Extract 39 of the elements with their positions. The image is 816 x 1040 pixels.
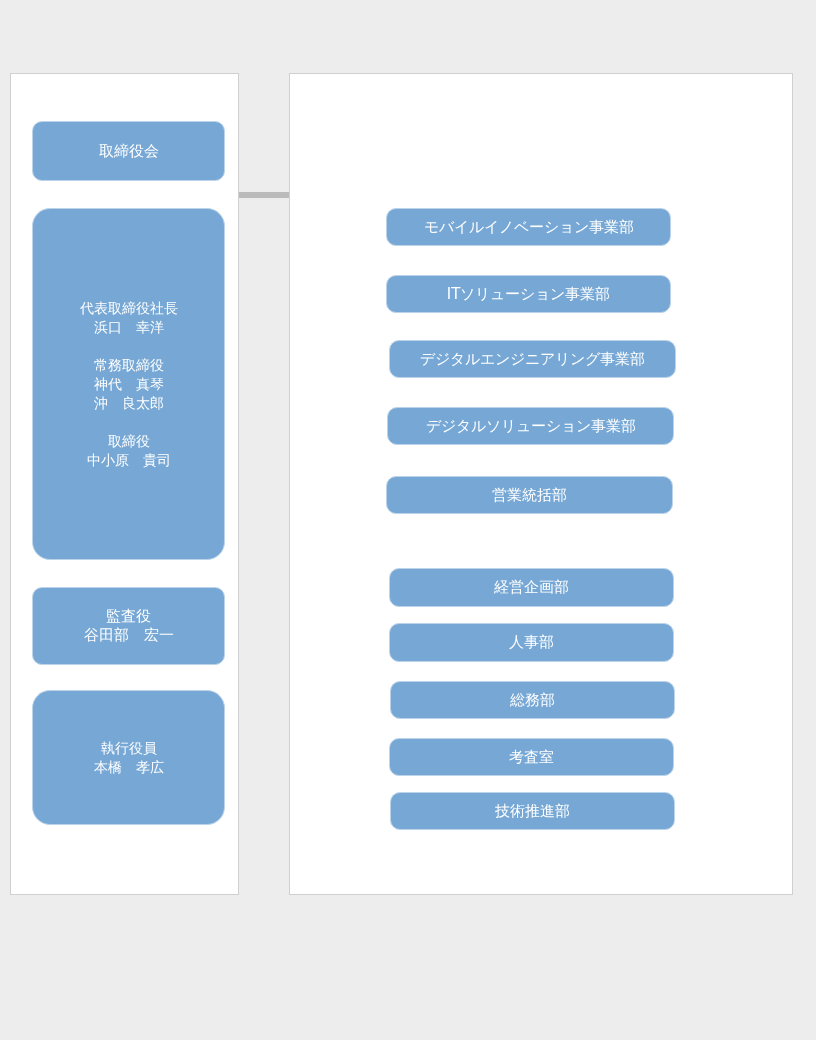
department-box <box>389 623 674 662</box>
connector-line <box>239 192 289 198</box>
panel-background <box>289 73 793 895</box>
department-box <box>389 738 674 776</box>
box-label: 取締役会 <box>98 141 159 161</box>
box-label: 神代 真琴 <box>93 374 164 394</box>
department-box <box>32 587 225 665</box>
box-label: 監査役 <box>106 607 151 626</box>
box-label: 技術推進部 <box>495 801 570 821</box>
box-label: 経営企画部 <box>494 578 569 597</box>
department-box <box>390 681 675 719</box>
department-box <box>389 340 676 378</box>
box-label: 本橋 孝広 <box>93 757 164 777</box>
department-box <box>387 407 674 445</box>
box-label: 中小原 貴司 <box>86 450 171 470</box>
box-label: 常務取締役 <box>93 355 164 375</box>
department-box <box>386 476 673 514</box>
box-label: 営業統括部 <box>492 485 567 505</box>
panel-background <box>10 73 239 895</box>
department-box <box>390 792 675 830</box>
department-box <box>32 208 225 560</box>
department-box <box>32 690 225 825</box>
box-label: 沖 良太郎 <box>93 393 164 413</box>
box-label: 考査室 <box>509 747 554 767</box>
box-label: ITソリューション事業部 <box>446 284 611 304</box>
box-label: デジタルエンジニアリング事業部 <box>420 349 645 369</box>
box-label: 浜口 幸洋 <box>93 317 164 337</box>
box-label: 取締役 <box>107 431 150 451</box>
department-box <box>386 208 671 246</box>
box-label: 執行役員 <box>100 738 157 758</box>
box-label: 谷田部 宏一 <box>83 626 174 645</box>
department-box <box>32 121 225 181</box>
box-label: デジタルソリューション事業部 <box>425 416 636 436</box>
department-box <box>389 568 674 607</box>
box-label: 総務部 <box>510 690 555 710</box>
box-label: モバイルイノベーション事業部 <box>423 217 634 237</box>
box-label: 代表取締役社長 <box>79 298 178 318</box>
box-label: 人事部 <box>509 633 554 652</box>
department-box <box>386 275 671 313</box>
